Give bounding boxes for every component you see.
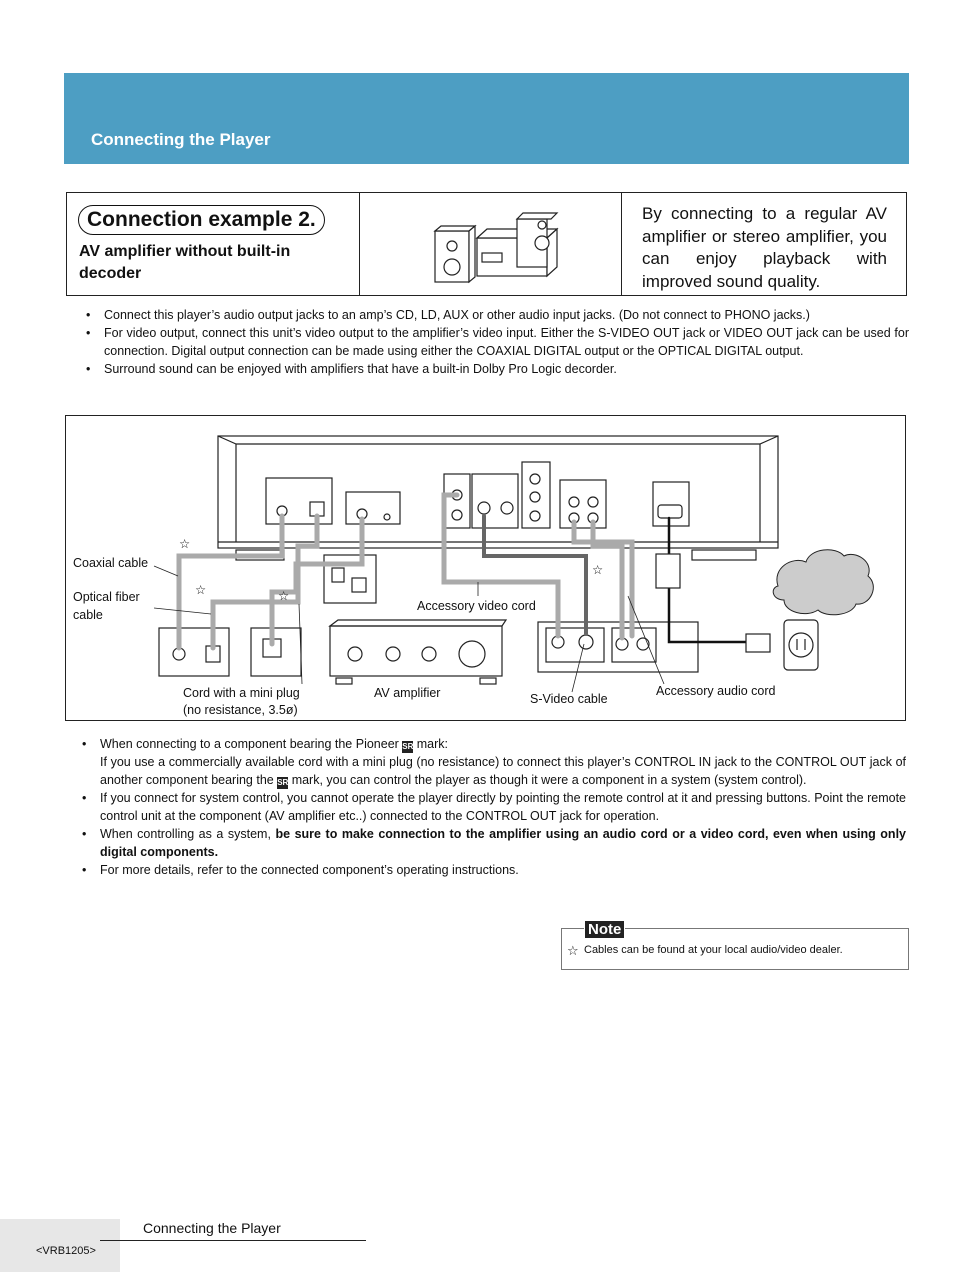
list-item: Surround sound can be enjoyed with ampli… (84, 360, 909, 378)
accessory-video-cord-label: Accessory video cord (417, 599, 536, 613)
section-header-bar: Connecting the Player (64, 73, 909, 164)
example-heading-cell: Connection example 2. AV amplifier witho… (67, 193, 360, 295)
list-item: If you connect for system control, you c… (80, 789, 906, 825)
star-marker: ☆ (179, 537, 191, 551)
footer-section-label: Connecting the Player (143, 1220, 281, 1236)
note-text: ☆ Cables can be found at your local audi… (567, 943, 843, 958)
example-description: By connecting to a regular AV amplifier … (642, 204, 887, 291)
section-title: Connecting the Player (91, 130, 271, 149)
list-item: For more details, refer to the connected… (80, 861, 906, 879)
stereo-system-icon (433, 212, 559, 284)
system-control-notes-list: When connecting to a component bearing t… (80, 735, 906, 879)
star-marker: ☆ (195, 583, 207, 597)
example-subtitle: AV amplifier without built-in decoder (79, 243, 291, 282)
connection-diagram: ☆ ☆ ☆ ☆ Coaxial cable Optical fiber cabl… (65, 415, 906, 721)
star-icon: ☆ (567, 943, 579, 958)
s-video-cable-label: S-Video cable (530, 692, 608, 706)
star-marker: ☆ (592, 563, 604, 577)
mini-plug-cord-spec: (no resistance, 3.5ø) (183, 703, 298, 717)
av-amplifier-label: AV amplifier (374, 686, 441, 700)
list-item-heading: When connecting to a component bearing t… (100, 737, 449, 753)
mini-plug-cord-label: Cord with a mini plug (183, 686, 300, 700)
connection-notes-list: Connect this player’s audio output jacks… (84, 306, 909, 378)
example-title: Connection example 2. (78, 205, 325, 235)
stereo-system-illustration (359, 193, 622, 295)
list-item: When connecting to a component bearing t… (80, 735, 906, 789)
star-marker: ☆ (278, 589, 290, 603)
list-item: When controlling as a system, be sure to… (80, 825, 906, 861)
footer-divider (100, 1240, 366, 1241)
sr-mark-icon: SR (402, 741, 414, 753)
connection-diagram-drawing (153, 435, 874, 693)
list-item: Connect this player’s audio output jacks… (84, 306, 909, 324)
accessory-audio-cord-label: Accessory audio cord (656, 684, 776, 698)
note-tag: Note (584, 920, 626, 939)
coaxial-cable-label: Coaxial cable (73, 556, 149, 570)
connection-example-box: Connection example 2. AV amplifier witho… (66, 192, 907, 296)
list-item: For video output, connect this unit’s vi… (84, 324, 909, 360)
footer-tab (0, 1219, 120, 1272)
footer-doc-code: <VRB1205> (36, 1245, 96, 1257)
optical-fiber-cable-label: Optical fiber cable (73, 590, 140, 622)
note-box: Note ☆ Cables can be found at your local… (561, 920, 909, 970)
sr-mark-icon: SR (277, 777, 289, 789)
